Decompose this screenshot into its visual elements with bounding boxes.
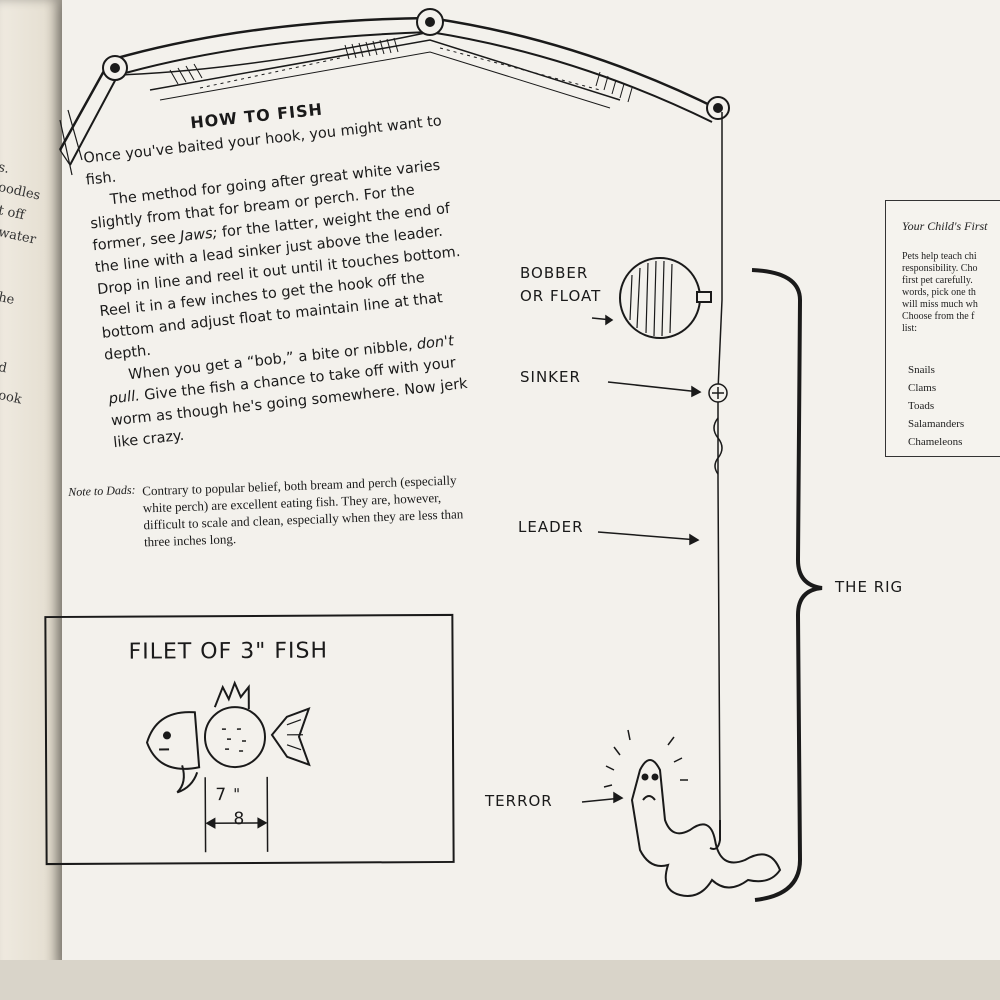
fishing-rod [58,16,721,176]
measurement-denominator: 8 [233,809,245,830]
rod-pulley-tip [706,96,730,120]
measurement-numerator: 7 [215,785,227,806]
sinker-weight [708,383,728,403]
line-swivel [713,417,723,475]
rig-bracket [751,268,823,902]
sidebar-title: Your Child's First [902,219,988,233]
sidebar-body-line: words, pick one th [902,287,976,298]
bobber-label-line1: BOBBER [520,264,589,282]
method-jaws-reference: Jaws; [179,225,219,246]
label-arrows [581,314,702,804]
note-to-dads: Note to Dads: Contrary to popular belief… [68,471,470,553]
rod-pulley-left [102,55,128,81]
page-shadow-floor [0,960,1000,1000]
sidebar-pet-item: Clams [908,382,937,394]
fish-head [145,711,201,770]
sidebar-pet-item: Toads [908,400,935,412]
the-rig-label: THE RIG [835,578,904,596]
filet-illustration-box: FILET OF 3" FISH 7 8 " [44,613,455,866]
sidebar-body-line: list: [902,323,918,334]
note-text: Contrary to popular belief, both bream a… [141,472,464,550]
bobber-float [619,257,712,339]
how-to-fish-section: HOW TO FISH Once you've baited your hook… [80,85,493,454]
fish-filet-slice [203,706,266,769]
book-page [62,0,1000,960]
sidebar-body: Pets help teach chi responsibility. Cho … [902,251,1000,335]
sidebar-body-line: first pet carefully. [902,275,973,286]
filet-fish-drawing [145,680,311,853]
sidebar-body-line: will miss much wh [902,299,978,310]
sinker-label: SINKER [520,368,581,386]
sidebar-body-line: responsibility. Cho [902,263,978,274]
sidebar-body-line: Choose from the f [902,311,975,322]
sidebar-pet-list: Snails Clams Toads Salamanders Chameleon… [908,361,964,451]
leader-label: LEADER [518,518,584,536]
worm-terror-illustration [603,729,782,897]
bobber-label-line2: OR FLOAT [520,287,602,305]
sidebar-body-line: Pets help teach chi [902,251,977,262]
terror-label: TERROR [485,792,553,810]
measurement-unit: " [233,785,241,804]
sidebar-pet-item: Salamanders [908,418,965,430]
sidebar-box: Your Child's First Pets help teach chi r… [885,200,1000,457]
sidebar-pet-item: Snails [908,364,935,376]
fishing-line [717,112,723,821]
note-label: Note to Dads: [68,482,136,499]
rod-pulley-middle [416,8,444,36]
previous-page: s. oodles t off water he d ook [0,0,62,1000]
fish-tail [270,707,311,767]
sidebar-pet-item: Chameleons [908,436,963,448]
